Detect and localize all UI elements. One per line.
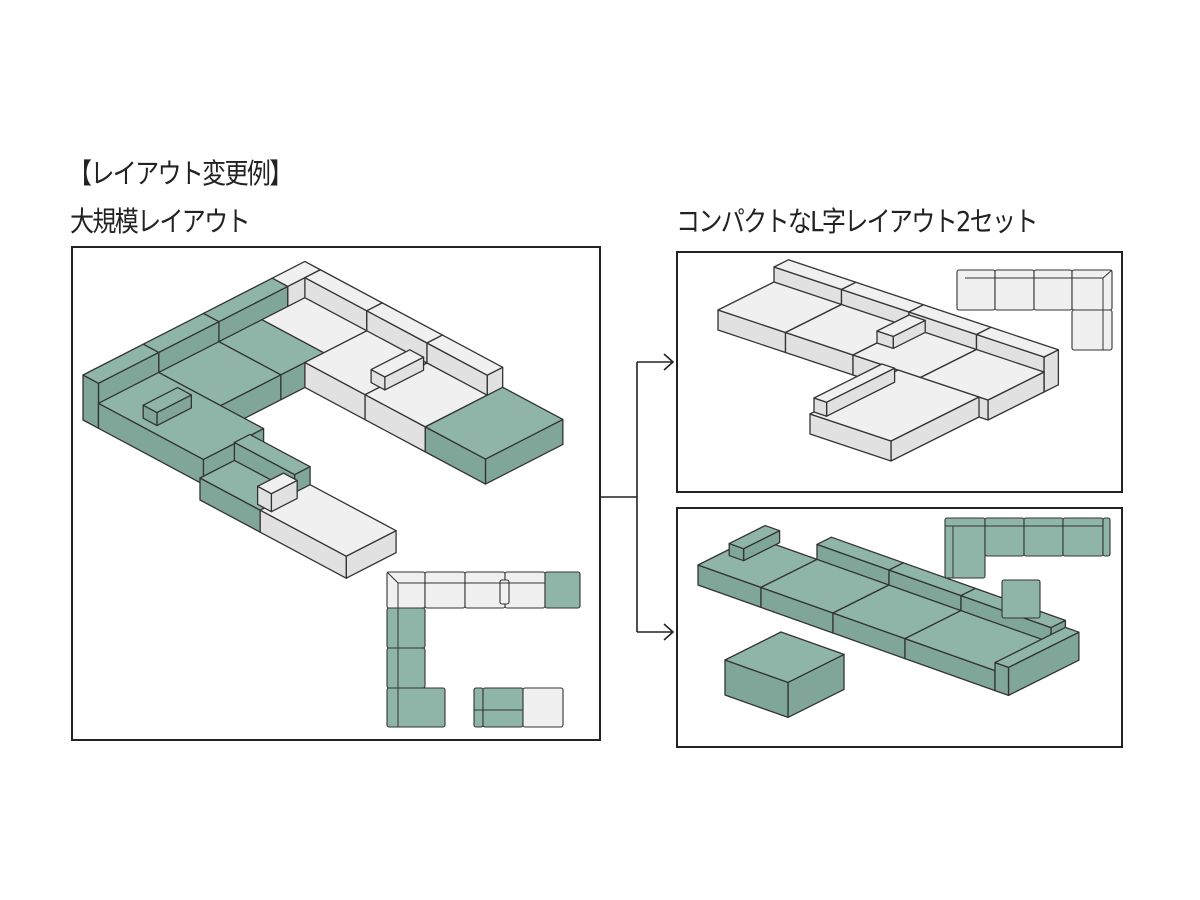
- plan-module: [1071, 309, 1113, 351]
- plan-detail-lines: [386, 269, 1113, 727]
- plan-module: [944, 517, 986, 579]
- bolster: [728, 524, 781, 550]
- back-cushion-side: [82, 374, 100, 429]
- plan-module: [386, 687, 446, 728]
- armrest-side: [994, 661, 1010, 697]
- panel-compact-white: [676, 251, 1123, 493]
- armrest: [994, 626, 1080, 669]
- large-layout-iso: [82, 260, 564, 486]
- plan-module: [1062, 517, 1104, 557]
- plan-module: [482, 687, 524, 728]
- back-cushion: [233, 433, 311, 476]
- plan-module: [984, 517, 1025, 557]
- right-title: コンパクトなL字レイアウト2セット: [676, 205, 1038, 238]
- compact-green-iso: [697, 524, 1080, 719]
- plan-module: [464, 571, 506, 609]
- back-cushion: [975, 326, 1060, 358]
- plan-views: [386, 269, 1113, 728]
- ottoman: [424, 386, 564, 460]
- panel-compact-green: [676, 507, 1123, 748]
- plan-module: [386, 647, 426, 689]
- back-cushion: [426, 334, 504, 376]
- left-title: 大規模レイアウト: [70, 205, 251, 238]
- plan-module: [473, 687, 484, 728]
- chaise-seat: [97, 371, 265, 461]
- back-cushion: [82, 343, 160, 384]
- plan-module: [386, 607, 426, 649]
- large-layout-chaise-iso: [199, 433, 397, 579]
- split-arrow: [600, 353, 675, 641]
- plan-module: [1023, 517, 1064, 557]
- plan-module: [504, 571, 546, 609]
- plan-bolster: [499, 579, 510, 605]
- plan-module: [424, 571, 466, 609]
- plan-module: [544, 571, 581, 609]
- plan-module: [1102, 517, 1111, 557]
- plan-module: [1001, 579, 1041, 619]
- compact-white-iso: [717, 259, 1060, 462]
- bolster: [256, 472, 298, 495]
- bolster: [142, 386, 193, 414]
- bolster: [876, 314, 926, 338]
- plan-module: [994, 269, 1035, 311]
- panel-large-layout: [71, 246, 601, 741]
- heading: 【レイアウト変更例】: [68, 157, 293, 190]
- plan-module: [1033, 269, 1073, 311]
- ottoman: [724, 631, 845, 684]
- plan-module: [956, 269, 996, 311]
- bolster: [370, 349, 425, 378]
- plan-module: [522, 687, 564, 728]
- bolster: [813, 363, 896, 403]
